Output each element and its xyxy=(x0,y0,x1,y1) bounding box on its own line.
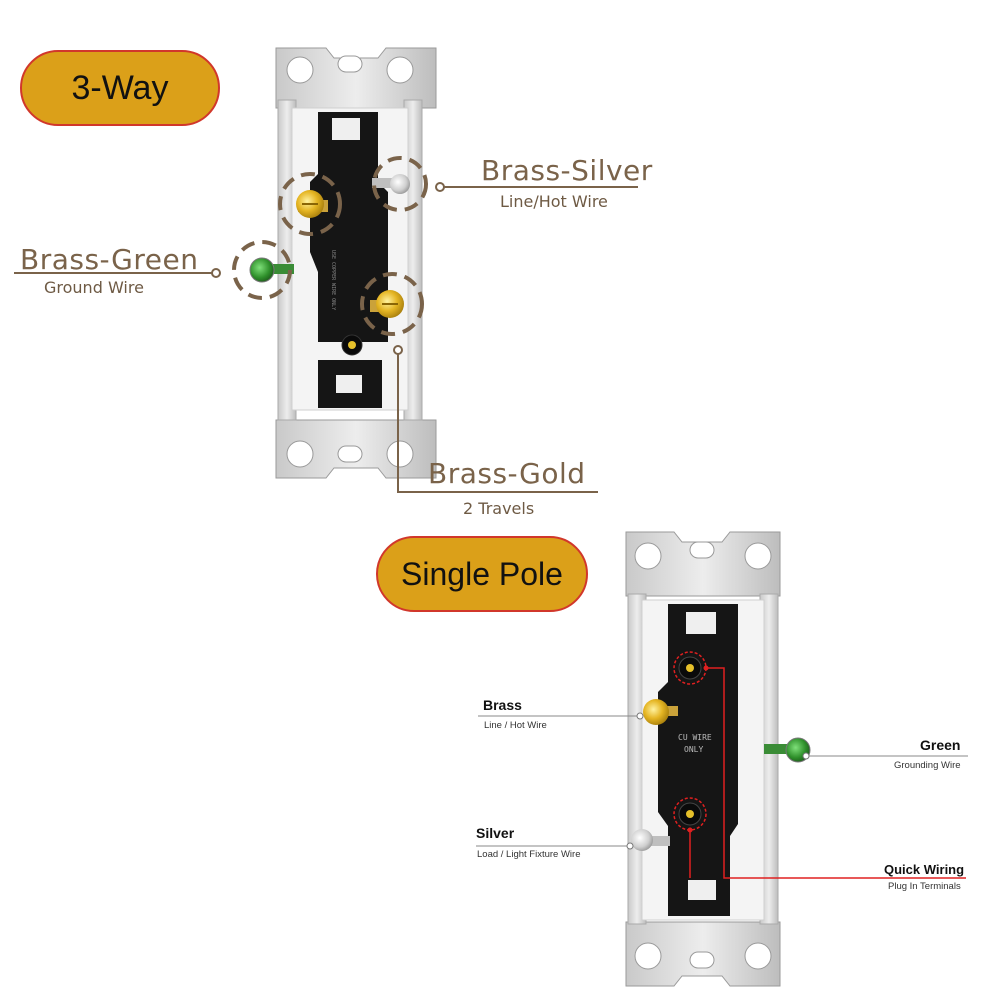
three-way-title-badge: 3-Way xyxy=(20,50,220,126)
single-pole-switch-illustration: CU WIRE ONLY xyxy=(476,531,968,987)
brass-green-label: Brass-Green xyxy=(20,243,199,276)
brass-green-sublabel: Ground Wire xyxy=(44,278,144,297)
brass-gold-sublabel: 2 Travels xyxy=(463,499,535,518)
quick-wiring-sublabel: Plug In Terminals xyxy=(888,881,961,892)
three-way-callout-lines xyxy=(14,186,638,493)
single-pole-title-badge: Single Pole xyxy=(376,536,588,612)
brass-gold-screw-top xyxy=(296,190,328,218)
brass-silver-sublabel: Line/Hot Wire xyxy=(500,192,608,211)
silver-label: Silver xyxy=(476,825,515,841)
brass-sublabel: Line / Hot Wire xyxy=(484,720,547,731)
svg-text:ONLY: ONLY xyxy=(684,745,703,754)
single-pole-title: Single Pole xyxy=(401,555,563,592)
brass-gold-label: Brass-Gold xyxy=(428,457,586,490)
green-label: Green xyxy=(920,737,961,753)
highlight-circle-brass-gold-bottom xyxy=(360,272,424,336)
green-sublabel: Grounding Wire xyxy=(894,760,961,771)
brass-screw xyxy=(643,699,678,725)
brass-gold-screw-bottom xyxy=(370,290,404,318)
highlight-circle-brass-green xyxy=(232,240,292,300)
silver-screw xyxy=(631,829,670,851)
three-way-title: 3-Way xyxy=(71,68,169,107)
quick-wiring-label: Quick Wiring xyxy=(884,862,965,877)
brass-silver-screw xyxy=(372,174,410,194)
brass-green-screw xyxy=(249,257,294,283)
silver-sublabel: Load / Light Fixture Wire xyxy=(477,849,581,860)
highlight-circle-brass-silver xyxy=(372,156,428,212)
single-pole-callout-lines xyxy=(476,715,968,847)
svg-text:CU WIRE: CU WIRE xyxy=(678,733,712,742)
brass-silver-label: Brass-Silver xyxy=(481,154,653,187)
svg-text:USE COPPER WIRE ONLY: USE COPPER WIRE ONLY xyxy=(330,250,336,310)
three-way-switch-illustration: USE COPPER WIRE ONLY xyxy=(14,47,638,493)
highlight-circle-brass-gold-top xyxy=(278,172,342,236)
brass-label: Brass xyxy=(483,697,522,713)
